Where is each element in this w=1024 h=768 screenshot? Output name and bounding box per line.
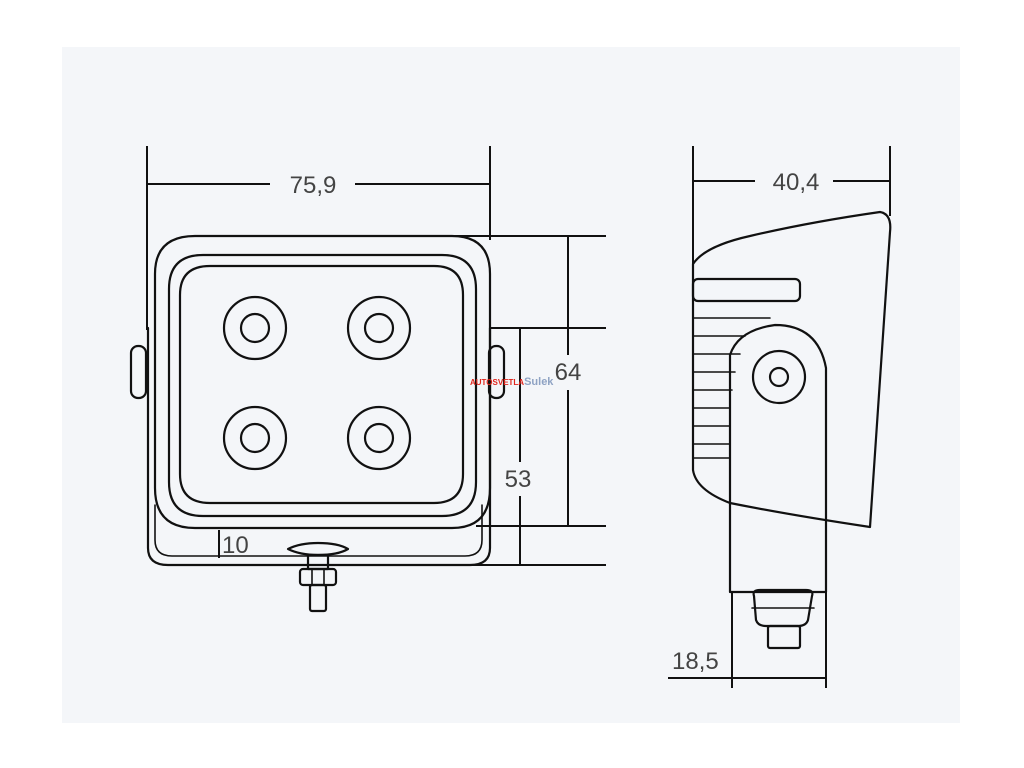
- watermark-logo: AUTOSVETLASulek: [470, 376, 554, 388]
- dim-bolt-offset-label: 18,5: [672, 648, 719, 675]
- side-bracket: [728, 323, 828, 594]
- side-knob-right: [487, 344, 506, 400]
- side-pivot-inner: [768, 366, 790, 388]
- led-bottom-left: [222, 405, 288, 471]
- led-top-right: [346, 295, 412, 361]
- mount-bracket: [146, 326, 492, 567]
- mount-bolt-front: [286, 541, 350, 613]
- side-knob-left: [129, 344, 148, 400]
- dim-base-offset-label: 10: [222, 532, 249, 559]
- front-view: [129, 234, 506, 613]
- dim-mount-height: 53: [470, 327, 606, 566]
- side-body: [691, 210, 892, 529]
- mount-bolt-side: [751, 588, 815, 650]
- dim-mount-height-label: 53: [505, 466, 532, 493]
- dim-width-label: 75,9: [290, 172, 337, 199]
- lens-frame: [167, 253, 478, 518]
- housing-outer: [153, 234, 492, 530]
- dim-base-offset: 10: [218, 530, 249, 559]
- dim-bolt-offset: 18,5: [668, 592, 827, 688]
- side-fins: [692, 317, 771, 459]
- side-fin-1: [691, 277, 802, 303]
- lens: [178, 264, 465, 505]
- dim-width: 75,9: [146, 146, 491, 330]
- dim-depth-label: 40,4: [773, 169, 820, 196]
- dim-height: 64: [452, 235, 606, 527]
- dim-height-label: 64: [555, 359, 582, 386]
- dim-depth: 40,4: [692, 146, 891, 265]
- side-view: [691, 210, 892, 650]
- led-bottom-right: [346, 405, 412, 471]
- side-pivot-outer: [751, 349, 807, 405]
- led-top-left: [222, 295, 288, 361]
- mount-bracket-inner: [154, 504, 483, 557]
